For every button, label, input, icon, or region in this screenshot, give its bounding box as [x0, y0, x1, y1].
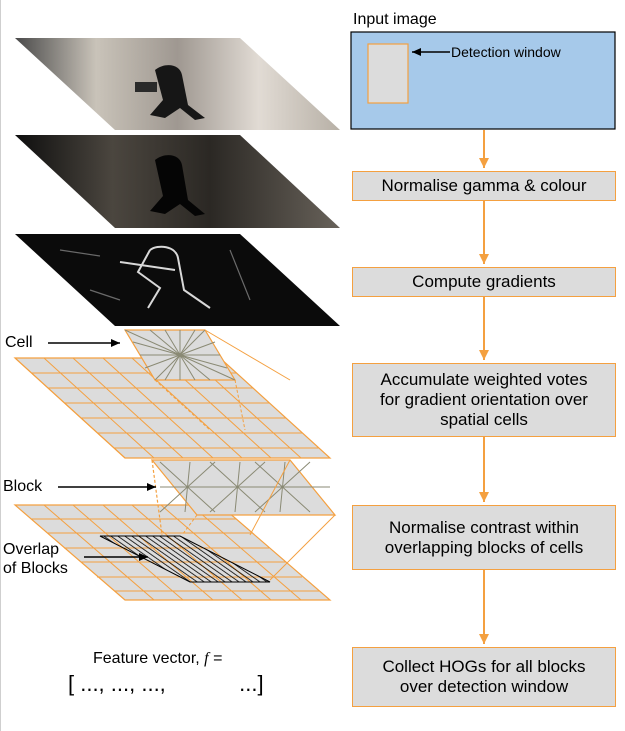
- block-grid-layer: [13, 459, 337, 601]
- cell-grid-layer: [13, 329, 332, 459]
- step-normalise-gamma: Normalise gamma & colour: [352, 171, 616, 201]
- feature-vector-label: Feature vector, f =: [93, 650, 222, 668]
- left-border-line: [0, 0, 1, 731]
- feature-vector-text: Feature vector,: [93, 650, 205, 667]
- block-label: Block: [3, 478, 43, 495]
- input-photo-layer: [15, 38, 340, 130]
- step-accumulate-votes: Accumulate weighted votes for gradient o…: [352, 363, 616, 437]
- gamma-normalised-layer: [15, 135, 340, 228]
- step-collect-hogs: Collect HOGs for all blocks over detecti…: [352, 647, 616, 707]
- detection-window-box: [367, 43, 409, 104]
- overlap-of-blocks-region: [99, 535, 271, 583]
- overlap-label: Overlap of Blocks: [3, 541, 68, 577]
- feature-vector-equals: =: [208, 650, 223, 667]
- input-image-label: Input image: [353, 11, 437, 28]
- gradient-layer: [15, 234, 340, 326]
- step-compute-gradients: Compute gradients: [352, 267, 616, 297]
- feature-vector-symbol: f: [204, 650, 209, 667]
- cell-label: Cell: [5, 334, 33, 351]
- detection-window-label: Detection window: [451, 44, 561, 60]
- feature-vector-values: [ ..., ..., ..., ...]: [68, 671, 264, 696]
- step-normalise-contrast: Normalise contrast within overlapping bl…: [352, 505, 616, 570]
